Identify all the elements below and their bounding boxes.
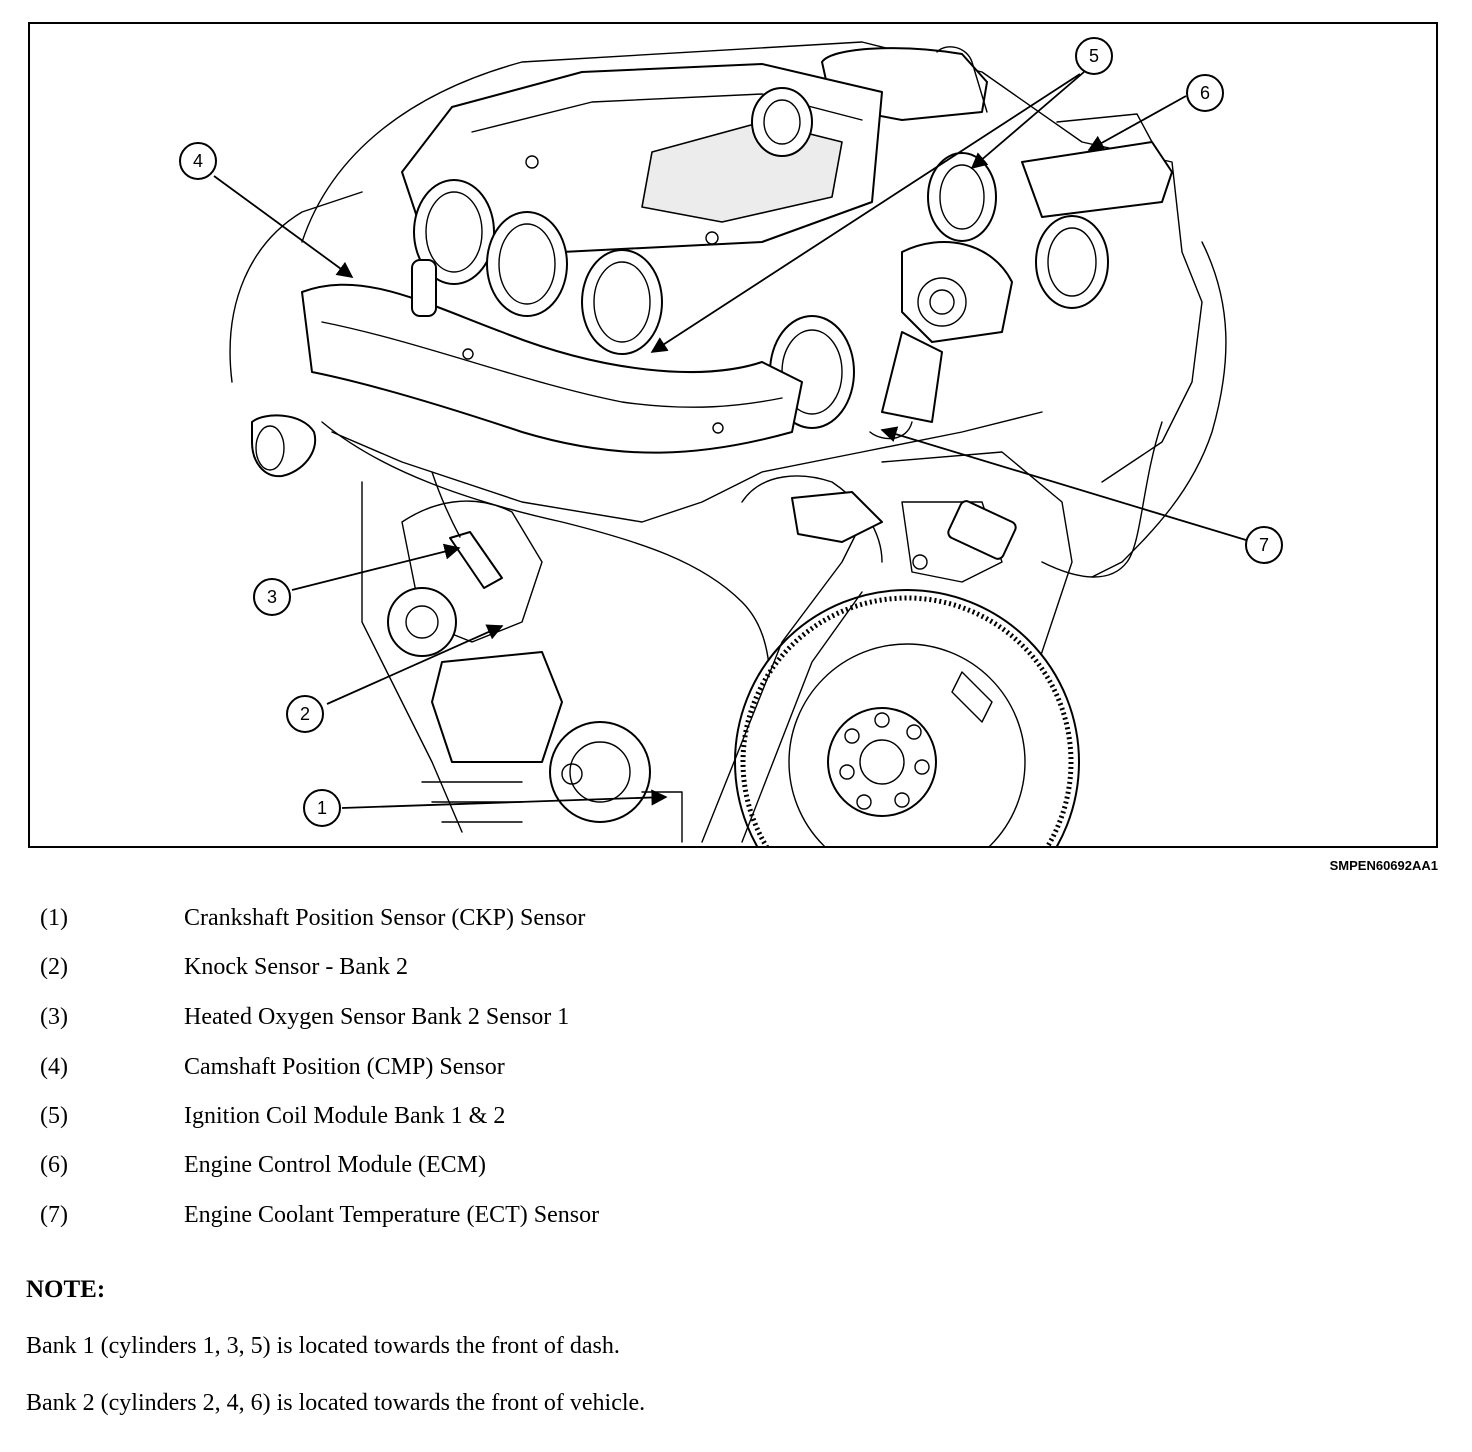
svg-text:3: 3 bbox=[267, 587, 277, 607]
legend-label: Heated Oxygen Sensor Bank 2 Sensor 1 bbox=[184, 1004, 570, 1030]
callout-1: 1 bbox=[303, 789, 341, 827]
legend-number: (6) bbox=[40, 1152, 68, 1178]
legend-number: (4) bbox=[40, 1054, 68, 1080]
flywheel bbox=[734, 589, 1080, 846]
callout-7: 7 bbox=[1245, 526, 1283, 564]
engine-diagram-frame: 1 2 3 4 5 6 7 bbox=[28, 22, 1438, 848]
legend-number: (3) bbox=[40, 1004, 68, 1030]
figure-code: SMPEN60692AA1 bbox=[1329, 858, 1438, 873]
legend-number: (7) bbox=[40, 1202, 68, 1228]
legend-number: (1) bbox=[40, 905, 68, 931]
legend-label: Engine Control Module (ECM) bbox=[184, 1152, 486, 1178]
callout-5: 5 bbox=[1075, 37, 1113, 75]
callout-2: 2 bbox=[286, 695, 324, 733]
legend-label: Camshaft Position (CMP) Sensor bbox=[184, 1054, 505, 1080]
legend-number: (5) bbox=[40, 1103, 68, 1129]
svg-text:7: 7 bbox=[1259, 535, 1269, 555]
svg-text:4: 4 bbox=[193, 151, 203, 171]
legend-item: (2) Knock Sensor - Bank 2 bbox=[0, 954, 900, 994]
legend-item: (4) Camshaft Position (CMP) Sensor bbox=[0, 1054, 900, 1094]
note-line-bank-1: Bank 1 (cylinders 1, 3, 5) is located to… bbox=[26, 1333, 620, 1359]
legend-label: Knock Sensor - Bank 2 bbox=[184, 954, 408, 980]
engine-diagram: 1 2 3 4 5 6 7 bbox=[179, 37, 1283, 846]
legend-item: (5) Ignition Coil Module Bank 1 & 2 bbox=[0, 1103, 900, 1143]
callout-4: 4 bbox=[179, 142, 217, 180]
legend-label: Crankshaft Position Sensor (CKP) Sensor bbox=[184, 905, 586, 931]
legend-label: Ignition Coil Module Bank 1 & 2 bbox=[184, 1103, 506, 1129]
note-line-bank-2: Bank 2 (cylinders 2, 4, 6) is located to… bbox=[26, 1390, 646, 1416]
note-heading: NOTE: bbox=[26, 1276, 106, 1303]
legend-item: (1) Crankshaft Position Sensor (CKP) Sen… bbox=[0, 905, 900, 945]
legend-item: (3) Heated Oxygen Sensor Bank 2 Sensor 1 bbox=[0, 1004, 900, 1044]
svg-text:6: 6 bbox=[1200, 83, 1210, 103]
legend-label: Engine Coolant Temperature (ECT) Sensor bbox=[184, 1202, 600, 1228]
callout-3: 3 bbox=[253, 578, 291, 616]
svg-text:2: 2 bbox=[300, 704, 310, 724]
svg-text:5: 5 bbox=[1089, 46, 1099, 66]
legend-number: (2) bbox=[40, 954, 68, 980]
svg-text:1: 1 bbox=[317, 798, 327, 818]
callout-6: 6 bbox=[1186, 74, 1224, 112]
intake-runners bbox=[413, 87, 1109, 429]
legend-item: (6) Engine Control Module (ECM) bbox=[0, 1152, 900, 1192]
leader-lines bbox=[213, 71, 1247, 809]
legend-item: (7) Engine Coolant Temperature (ECT) Sen… bbox=[0, 1202, 900, 1242]
engine-illustration bbox=[229, 41, 1227, 846]
